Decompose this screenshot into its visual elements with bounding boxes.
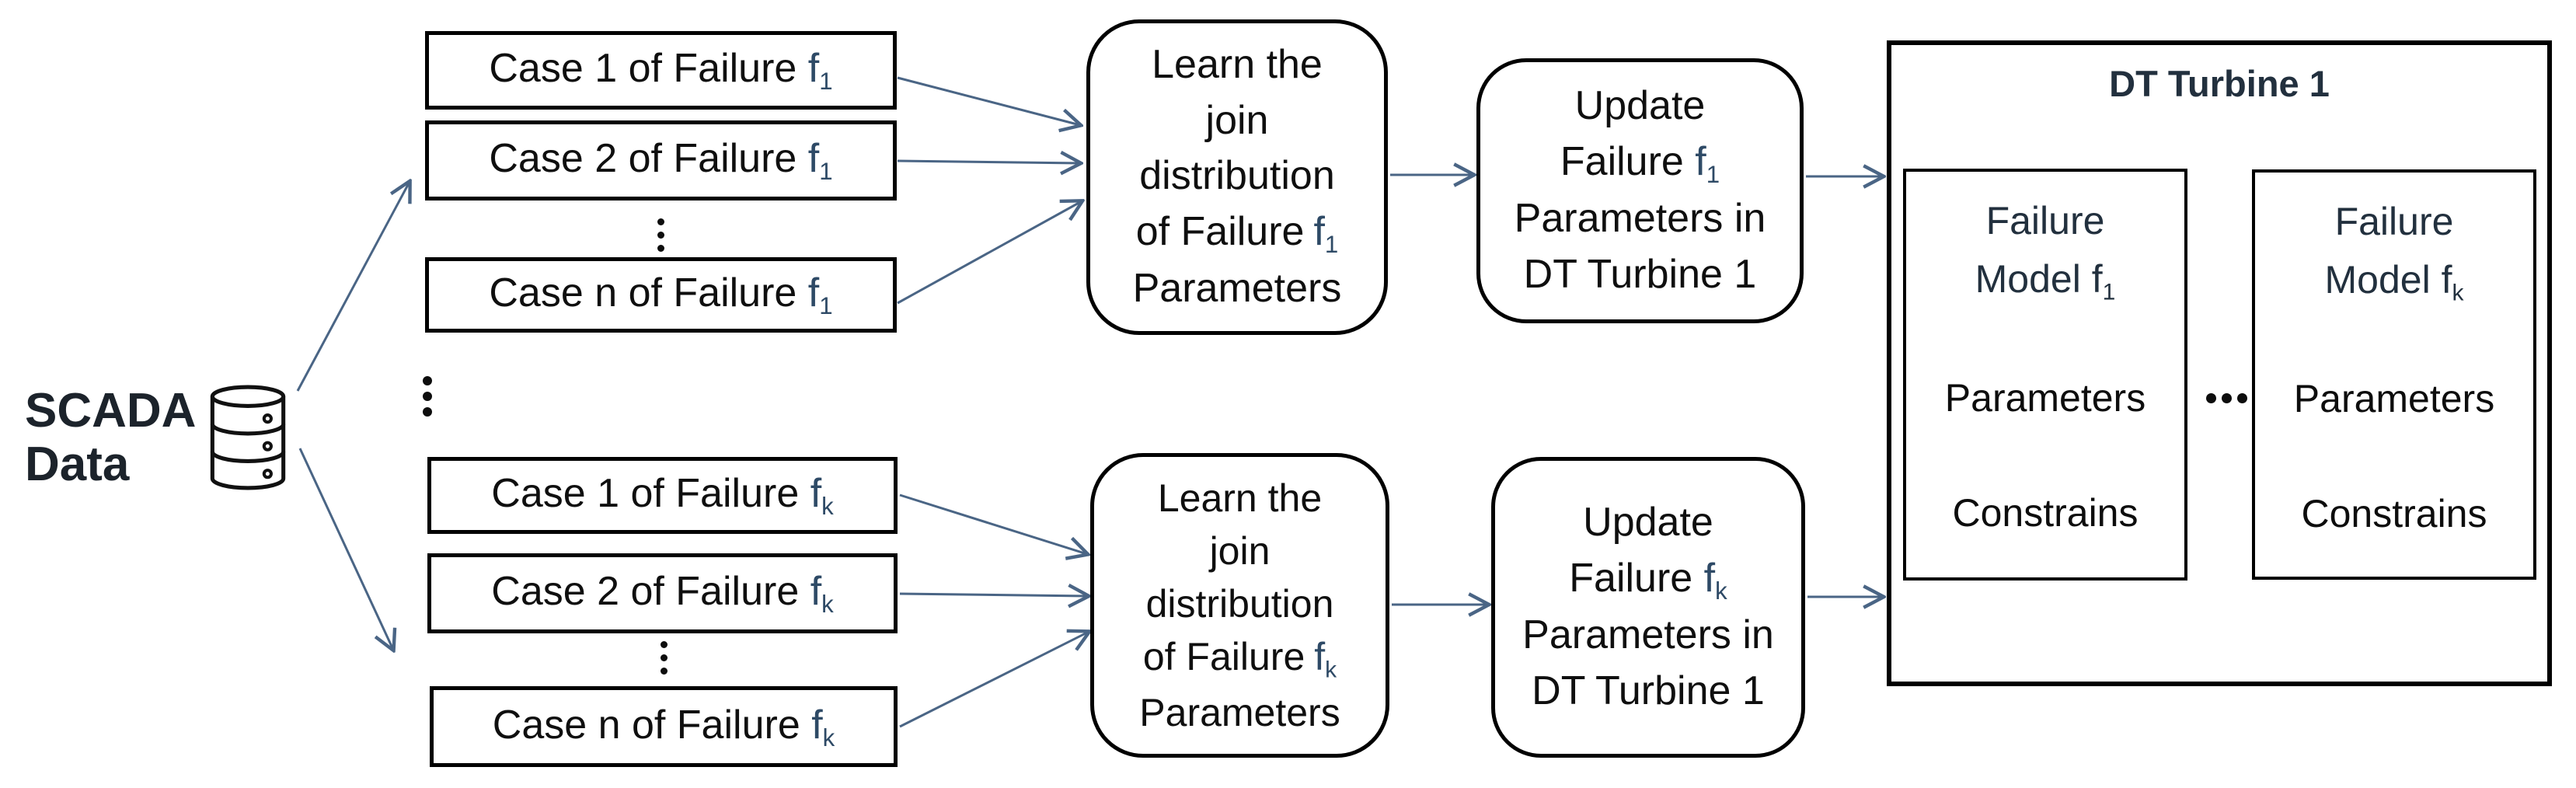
model-constrains-label: Constrains (2301, 491, 2487, 535)
failure-model-box-f1: Failure Model f1 Parameters Constrains (1903, 169, 2187, 581)
model-title-line: Failure (1985, 199, 2105, 242)
arrow-scada-to-bottom-group (298, 448, 393, 650)
arrow-top-case1-to-learn (897, 76, 1080, 125)
update-line: Parameters in (1514, 196, 1766, 242)
case-label: Case 1 of Failure f1 (489, 46, 833, 95)
case-label: Case 2 of Failure f1 (489, 136, 833, 185)
arrow-bottom-case2-to-learn (899, 594, 1088, 596)
arrow-top-casen-to-learn (897, 201, 1082, 305)
update-line: Update (1574, 83, 1706, 129)
case-box-top-1: Case 1 of Failure f1 (425, 31, 897, 110)
vertical-ellipsis-top-group (657, 218, 664, 252)
case-box-top-n: Case n of Failure f1 (425, 257, 897, 333)
case-box-top-2: Case 2 of Failure f1 (425, 120, 897, 200)
learn-line: Learn the (1152, 41, 1323, 87)
horizontal-ellipsis-models (2203, 393, 2250, 403)
scada-label-line1: SCADA (25, 384, 197, 438)
model-parameters-label: Parameters (1944, 375, 2146, 420)
learn-line: join (1205, 97, 1269, 143)
scada-data-label: SCADA Data (25, 384, 196, 492)
update-line: DT Turbine 1 (1523, 251, 1757, 297)
model-title-line: Model f1 (1975, 257, 2116, 305)
case-label: Case 1 of Failure fk (491, 471, 834, 520)
case-box-bottom-1: Case 1 of Failure fk (427, 457, 898, 534)
update-line: Failure f1 (1560, 139, 1720, 189)
dt-turbine-title: DT Turbine 1 (2109, 63, 2330, 104)
vertical-ellipsis-groups (423, 376, 432, 417)
case-box-bottom-2: Case 2 of Failure fk (427, 553, 898, 633)
scada-label-line2: Data (25, 438, 130, 492)
case-box-bottom-n: Case n of Failure fk (430, 686, 898, 767)
failure-model-box-fk: Failure Model fk Parameters Constrains (2252, 169, 2536, 580)
case-label: Case n of Failure fk (492, 702, 835, 751)
update-line: Parameters in (1522, 612, 1774, 658)
learn-line: distribution (1139, 153, 1335, 199)
model-title-line: Failure (2334, 200, 2454, 243)
arrow-bottom-case1-to-learn (899, 493, 1087, 554)
model-title-line: Model fk (2324, 258, 2464, 306)
arrow-bottom-casen-to-learn (899, 632, 1089, 728)
learn-line: Parameters (1139, 691, 1340, 735)
update-line: Failure fk (1569, 556, 1727, 605)
model-constrains-label: Constrains (1952, 490, 2139, 535)
update-line: DT Turbine 1 (1532, 668, 1765, 713)
dt-turbine-box: DT Turbine 1 Failure Model f1 Parameters… (1887, 40, 2552, 686)
arrow-scada-to-top-group (296, 182, 410, 392)
learn-line: join (1209, 528, 1271, 573)
case-label: Case 2 of Failure fk (491, 569, 834, 618)
learn-line: distribution (1145, 581, 1334, 626)
arrow-top-case2-to-learn (897, 161, 1080, 163)
update-parameters-box-bottom: Update Failure fk Parameters in DT Turbi… (1491, 457, 1805, 758)
learn-line: Parameters (1132, 266, 1342, 312)
case-label: Case n of Failure f1 (489, 270, 833, 319)
vertical-ellipsis-bottom-group (661, 641, 668, 675)
update-line: Update (1583, 500, 1713, 546)
model-parameters-label: Parameters (2293, 376, 2495, 420)
update-parameters-box-top: Update Failure f1 Parameters in DT Turbi… (1476, 58, 1804, 323)
learn-line: Learn the (1157, 476, 1323, 520)
database-icon (208, 384, 288, 491)
